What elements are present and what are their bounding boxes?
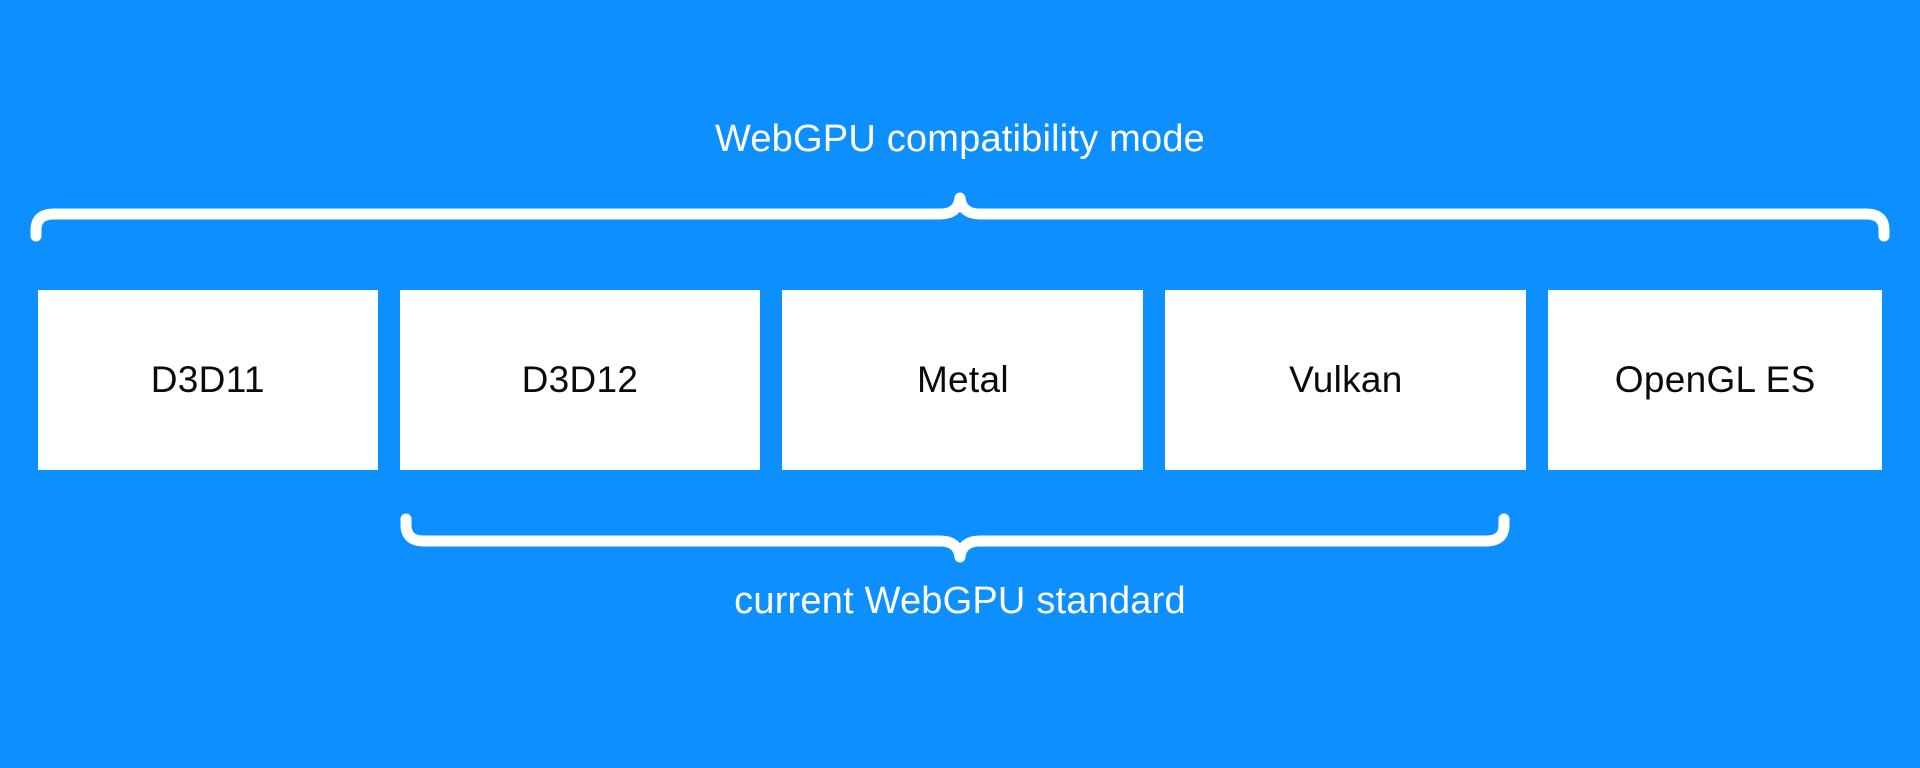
api-box-d3d12[interactable]: D3D12 [399,290,761,470]
bottom-group-label: current WebGPU standard [734,580,1186,622]
api-box-label: Metal [916,359,1009,400]
api-box-metal[interactable]: Metal [782,290,1144,470]
api-box-label: Vulkan [1289,359,1403,400]
api-box-row: D3D11 D3D12 Metal Vulkan OpenGL ES [38,290,1882,470]
api-box-label: OpenGL ES [1614,359,1816,400]
api-box-opengl-es[interactable]: OpenGL ES [1548,290,1882,470]
api-box-vulkan[interactable]: Vulkan [1165,290,1527,470]
top-brace-icon [30,192,1890,242]
bottom-brace-icon [400,513,1510,563]
api-box-d3d11[interactable]: D3D11 [38,290,378,470]
top-group-label: WebGPU compatibility mode [714,118,1206,160]
api-box-label: D3D11 [150,359,265,400]
api-box-label: D3D12 [521,359,639,400]
